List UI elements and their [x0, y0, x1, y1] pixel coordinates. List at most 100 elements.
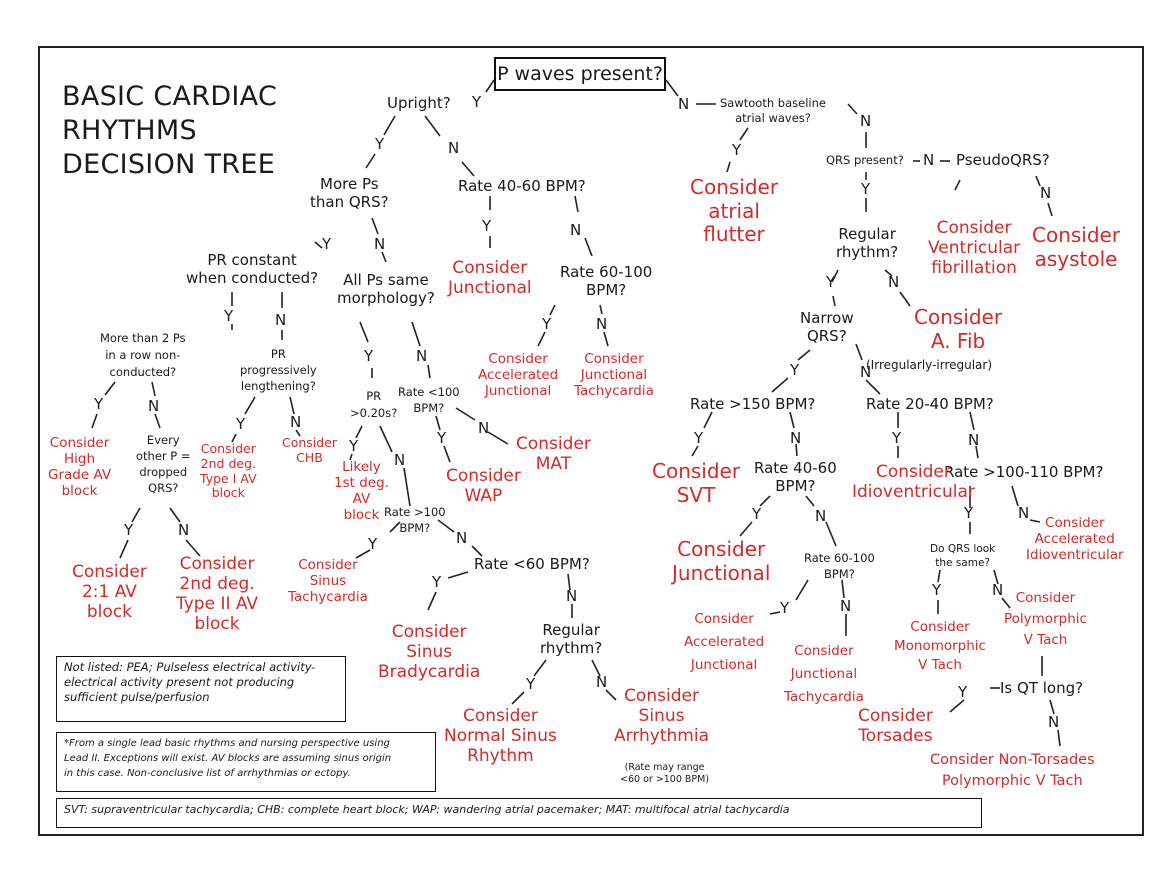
- yes-label: Y: [790, 361, 800, 379]
- note-abbreviations: SVT: supraventricular tachycardia; CHB: …: [56, 798, 982, 828]
- outcome-accel-junctional-right: Consider Accelerated Junctional: [684, 611, 765, 673]
- connector: [447, 571, 469, 579]
- connector: [703, 411, 713, 429]
- connector: [1011, 485, 1019, 507]
- no-label: N: [888, 273, 900, 291]
- connector: [899, 291, 911, 307]
- question-narrow-qrs: Narrow QRS?: [800, 309, 854, 345]
- outcome-high-grade-av: Consider High Grade AV block: [48, 435, 112, 499]
- outcome-sinus-tachy: Consider Sinus Tachycardia: [288, 557, 368, 605]
- no-label: N: [968, 431, 980, 449]
- question-more-than-2-ps: More than 2 Ps in a row non- conducted?: [100, 331, 186, 379]
- outcome-wap: Consider WAP: [446, 466, 521, 507]
- connector: [831, 269, 839, 283]
- question-regular-rhythm-right: Regular rhythm?: [836, 225, 899, 261]
- outcome-junctional-tachy-right: Consider Junctional Tachycardia: [784, 643, 864, 705]
- connector: [383, 115, 396, 136]
- question-rate-gt100: Rate >100 BPM?: [384, 505, 446, 535]
- connector: [825, 521, 837, 547]
- no-label: N: [416, 347, 428, 365]
- yes-label: Y: [236, 415, 246, 433]
- connector: [795, 443, 798, 457]
- outcome-2nd-deg-type1: Consider 2nd deg. Type I AV block: [200, 441, 257, 501]
- connector: [1057, 729, 1061, 747]
- note-not-listed: Not listed: PEA; Pulseless electrical ac…: [56, 656, 346, 722]
- connector: [832, 295, 836, 307]
- connector: [603, 331, 609, 347]
- yes-label: Y: [437, 429, 447, 447]
- note-disclaimer: *From a single lead basic rhythms and nu…: [56, 732, 436, 792]
- no-label: N: [290, 413, 302, 431]
- connector: [1029, 519, 1041, 523]
- connector: [841, 579, 845, 599]
- root-question: P waves present?: [497, 63, 663, 85]
- connector: [769, 611, 781, 615]
- question-more-ps: More Ps than QRS?: [310, 175, 389, 211]
- question-all-ps-same: All Ps same morphology?: [337, 271, 435, 307]
- yes-label: Y: [482, 217, 492, 235]
- yes-label: Y: [224, 307, 234, 325]
- connector: [435, 415, 441, 431]
- connector: [567, 573, 571, 591]
- no-label: N: [678, 95, 690, 113]
- connector: [855, 343, 863, 361]
- yes-label: Y: [752, 505, 762, 523]
- question-rate-40-60-right: Rate 40-60 BPM?: [754, 459, 837, 495]
- outcome-accel-junctional-left: Consider Accelerated Junctional: [478, 351, 559, 399]
- connector: [691, 445, 699, 457]
- connector: [244, 396, 256, 415]
- connector: [759, 495, 771, 507]
- outcome-2-to-1-av: Consider 2:1 AV block: [72, 562, 147, 623]
- connector: [789, 411, 795, 429]
- connector: [349, 453, 353, 461]
- connector: [599, 304, 603, 315]
- outcome-afib-note: (Irregularly-irregular): [866, 358, 993, 372]
- outcome-mat: Consider MAT: [516, 434, 591, 475]
- connector: [1049, 699, 1055, 715]
- yes-label: Y: [322, 235, 332, 253]
- connector: [975, 445, 979, 459]
- outcome-accel-idioventricular: Consider Accelerated Idioventricular: [1026, 515, 1124, 563]
- outcome-monomorphic-vt: Consider Monomorphic V Tach: [894, 619, 986, 673]
- outcome-non-torsades: Consider Non-Torsades Polymorphic V Tach: [930, 752, 1095, 789]
- connector: [131, 507, 141, 523]
- connector: [381, 251, 387, 263]
- no-label: N: [570, 221, 582, 239]
- connector: [771, 377, 789, 393]
- outcome-torsades: Consider Torsades: [858, 706, 933, 747]
- connector: [1001, 597, 1011, 609]
- connector: [91, 413, 98, 429]
- no-label: N: [923, 151, 935, 169]
- connector: [437, 519, 455, 533]
- outcome-junctional-right: Consider Junctional: [672, 537, 771, 585]
- outcome-asystole: Consider asystole: [1032, 223, 1121, 271]
- yes-label: Y: [432, 573, 442, 591]
- yes-label: Y: [124, 521, 134, 539]
- outcome-sinus-brady: Consider Sinus Bradycardia: [378, 622, 481, 683]
- yes-label: Y: [368, 535, 378, 553]
- no-label: N: [790, 429, 802, 447]
- yes-label: Y: [694, 429, 704, 447]
- connector: [427, 364, 431, 379]
- connector: [485, 79, 495, 93]
- connector: [424, 115, 441, 137]
- connector: [993, 569, 999, 585]
- connector: [574, 195, 579, 213]
- connector: [119, 539, 129, 559]
- outcome-svt: Consider SVT: [652, 459, 741, 507]
- title-line: BASIC CARDIAC: [62, 81, 278, 112]
- diagram-title: BASIC CARDIAC RHYTHMS DECISION TREE: [62, 80, 277, 182]
- title-line: DECISION TREE: [62, 149, 276, 180]
- outcome-afib: Consider A. Fib: [914, 305, 1003, 353]
- outcome-v-fib: Consider Ventricular fibrillation: [928, 218, 1021, 279]
- yes-label: Y: [364, 347, 374, 365]
- no-label: N: [478, 419, 490, 437]
- connector: [389, 521, 401, 533]
- question-rate-lt60: Rate <60 BPM?: [474, 555, 590, 573]
- yes-label: Y: [964, 504, 974, 522]
- question-do-qrs-look-same: Do QRS look the same?: [930, 543, 996, 569]
- connector: [805, 495, 815, 507]
- connector: [795, 579, 809, 601]
- connector: [511, 691, 525, 705]
- no-label: N: [148, 397, 160, 415]
